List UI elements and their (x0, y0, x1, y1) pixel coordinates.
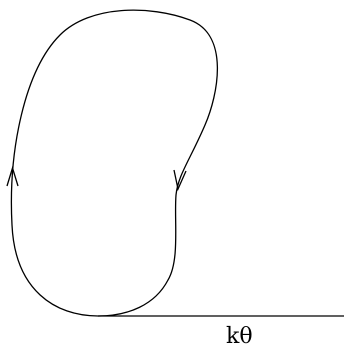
closed-loop-contour (10, 9, 219, 317)
axis-label: kθ (226, 324, 253, 349)
downward-arrow-icon (173, 169, 187, 192)
upward-arrow-icon (6, 165, 19, 187)
